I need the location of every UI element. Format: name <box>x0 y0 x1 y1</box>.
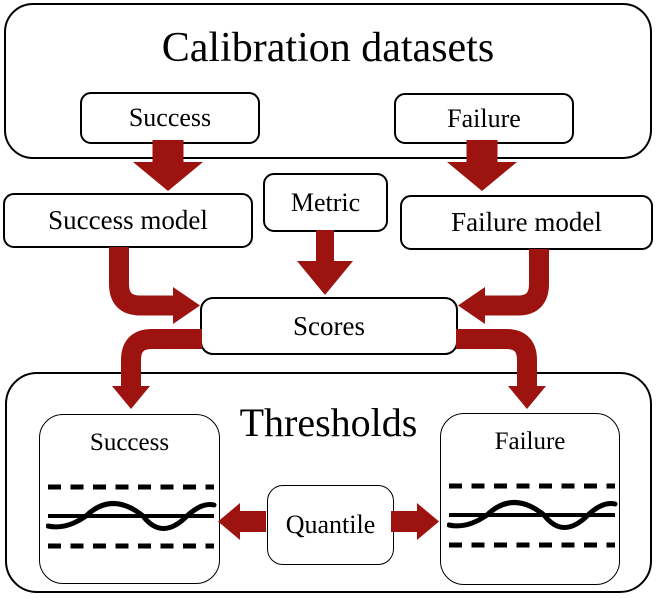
arrow-success-model-to-scores-shaft <box>109 247 173 316</box>
arrow-failure-model-to-scores-head <box>458 287 485 324</box>
failure-signal-wave <box>447 500 618 530</box>
thresholds-failure-label: Failure <box>494 428 566 455</box>
failure-distribution-plot <box>447 483 618 548</box>
success-model-box: Success model <box>3 193 253 248</box>
scores-box: Scores <box>200 297 458 355</box>
thresholds-success-box: Success <box>39 414 220 584</box>
metric-box: Metric <box>263 173 388 232</box>
quantile-box: Quantile <box>267 485 394 565</box>
calibration-datasets-title: Calibration datasets <box>161 25 495 71</box>
failure-model-box: Failure model <box>400 195 653 250</box>
arrow-metric-to-scores-shaft <box>316 230 334 263</box>
success-signal-wave <box>46 501 217 531</box>
thresholds-success-label: Success <box>89 429 170 456</box>
arrow-failure-model-to-scores-shaft <box>485 249 549 316</box>
thresholds-title: Thresholds <box>239 400 418 445</box>
thresholds-failure-box: Failure <box>440 413 620 585</box>
arrow-calfailure-to-model-head <box>447 162 517 191</box>
arrow-calsuccess-to-model-head <box>133 162 203 191</box>
calibration-failure-box: Failure <box>394 93 574 144</box>
thresholds-container: Thresholds Success Failure Quantile <box>5 372 652 593</box>
success-distribution-plot <box>46 484 217 549</box>
arrow-metric-to-scores-head <box>297 261 353 295</box>
calibration-datasets-container: Calibration datasets Success Failure <box>4 3 652 159</box>
calibration-success-box: Success <box>80 92 260 144</box>
arrow-success-model-to-scores-head <box>173 287 200 324</box>
